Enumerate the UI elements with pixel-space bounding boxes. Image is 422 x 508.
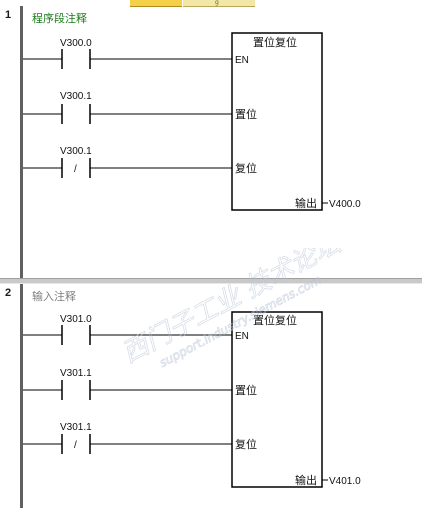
box-pin-output: 输出 (295, 473, 317, 487)
normally-open-contact[interactable] (61, 380, 91, 400)
output-address: V400.0 (329, 199, 361, 210)
power-rail (20, 284, 23, 508)
network-number: 1 (5, 9, 12, 21)
network-number: 2 (5, 287, 12, 299)
negation-slash: / (74, 164, 77, 175)
set-reset-box[interactable]: 置位复位 EN 置位 复位 输出 (231, 32, 323, 211)
normally-open-contact[interactable] (61, 325, 91, 345)
network-comment[interactable]: 输入注释 (32, 290, 76, 303)
network-separator (0, 278, 422, 284)
box-pin-output: 输出 (295, 196, 317, 210)
output-address: V401.0 (329, 476, 361, 487)
contact-address: V301.0 (60, 314, 92, 325)
box-pin-en: EN (235, 331, 249, 342)
network-gutter (0, 284, 20, 508)
network-2-diagram: V301.0 V301.1 V301.1 / (23, 311, 361, 488)
box-pin-set: 置位 (235, 107, 257, 121)
editor-tab-active[interactable] (130, 0, 182, 7)
power-rail (20, 6, 23, 280)
normally-open-contact[interactable] (61, 49, 91, 69)
box-pin-reset: 复位 (235, 437, 257, 451)
box-title: 置位复位 (253, 313, 297, 327)
normally-open-contact[interactable] (61, 104, 91, 124)
editor-tab-label: g (215, 0, 219, 6)
set-reset-box[interactable]: 置位复位 EN 置位 复位 输出 (231, 311, 323, 488)
box-pin-reset: 复位 (235, 161, 257, 175)
network-2[interactable]: 2 输入注释 V301.0 V301.1 V301.1 (0, 284, 422, 508)
network-1-diagram: V300.0 V300.1 V300.1 / (23, 32, 361, 211)
network-gutter (0, 6, 20, 280)
editor-tab-inactive[interactable]: g (183, 0, 255, 7)
contact-address: V300.1 (60, 91, 92, 102)
contact-address: V300.1 (60, 146, 92, 157)
box-pin-set: 置位 (235, 383, 257, 397)
box-pin-en: EN (235, 55, 249, 66)
contact-address: V301.1 (60, 368, 92, 379)
box-title: 置位复位 (253, 35, 297, 49)
network-comment[interactable]: 程序段注释 (32, 12, 87, 25)
negation-slash: / (74, 440, 77, 451)
network-1[interactable]: 1 程序段注释 V300.0 V300.1 V300.1 (0, 6, 422, 280)
contact-address: V301.1 (60, 422, 92, 433)
contact-address: V300.0 (60, 38, 92, 49)
